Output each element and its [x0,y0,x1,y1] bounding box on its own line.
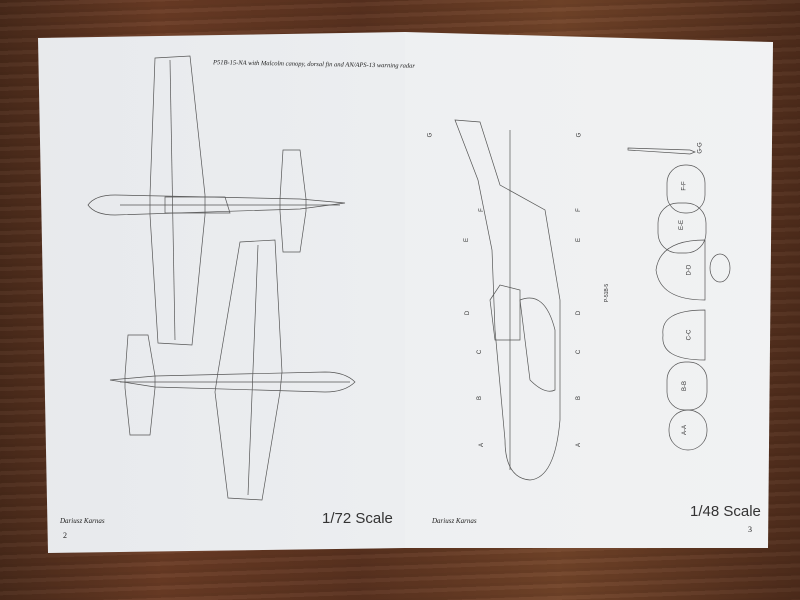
section-label: D-D [686,264,693,276]
section-marker: G [576,132,583,138]
top-view-aircraft-upper [87,55,346,346]
right-page-number: 3 [748,525,752,534]
section-marker: B [576,395,583,401]
cross-sections [627,147,731,451]
section-marker: G [427,132,434,138]
side-view-aircraft [454,119,561,481]
section-marker: B [477,395,484,401]
section-marker: E [464,237,471,243]
section-marker: F [575,208,582,212]
section-marker: D [465,310,472,316]
section-marker: D [576,310,583,316]
section-label: A-A [682,424,689,436]
section-marker: A [479,442,486,448]
section-label: B-B [682,380,689,392]
section-marker: A [576,442,583,448]
section-marker: C [576,349,583,355]
right-scale-label: 1/48 Scale [690,503,761,520]
section-marker: F [478,208,485,212]
left-scale-label: 1/72 Scale [322,510,393,527]
section-marker: C [477,349,484,355]
section-label: E-E [679,219,686,231]
section-label: C-C [686,329,693,341]
section-label: F-F [681,181,688,191]
left-author: Dariusz Karnas [60,517,105,525]
model-label: P-51B-5 [604,283,611,303]
section-marker: E [576,237,583,243]
right-author: Dariusz Karnas [432,517,477,525]
bottom-view-aircraft [109,239,356,501]
section-label: G-G [697,142,704,154]
left-page-number: 2 [63,531,67,540]
